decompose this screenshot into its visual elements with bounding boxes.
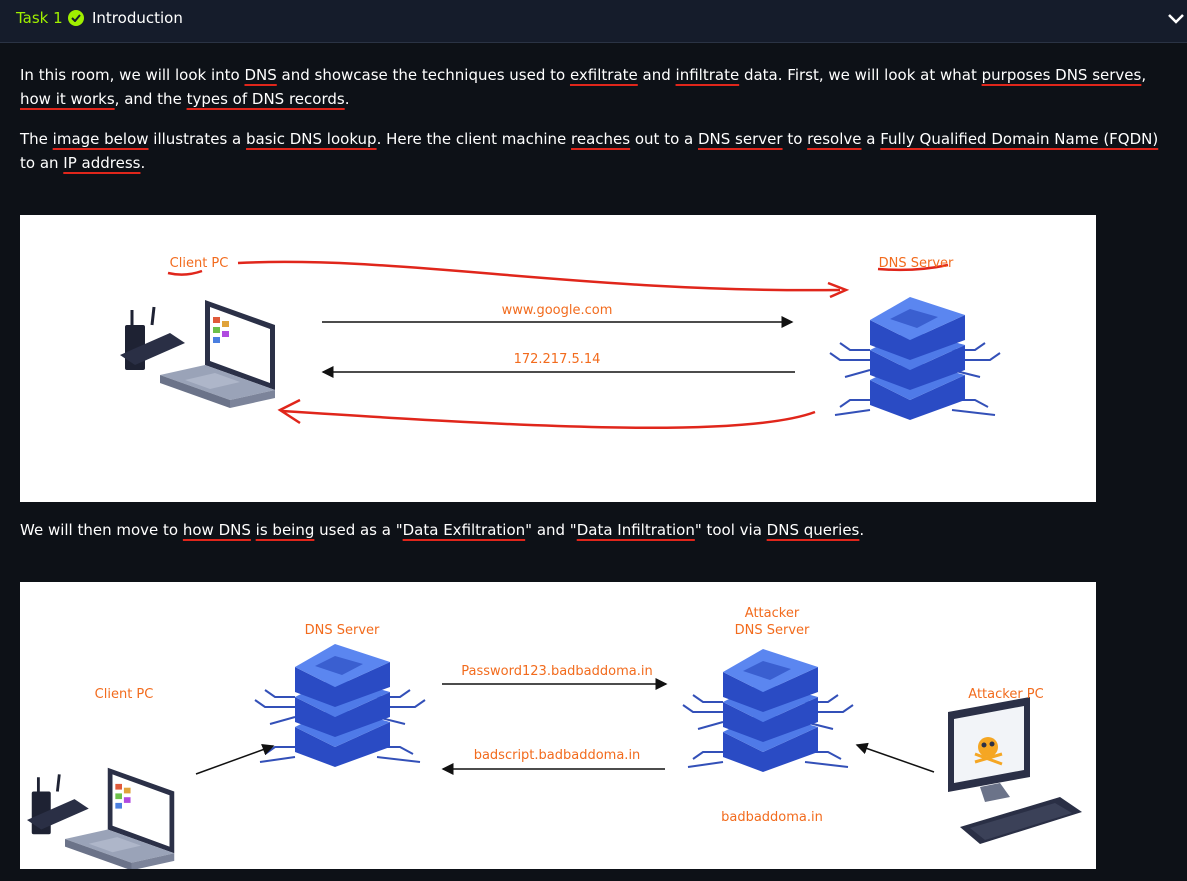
client-pc-label: Client PC — [94, 687, 154, 702]
dns-server-label: DNS Server — [304, 623, 380, 638]
client-laptop-icon — [27, 767, 175, 869]
highlight-basic-lookup: basic DNS lookup — [246, 130, 377, 148]
highlight-data-exfiltration: Data Exfiltration — [402, 521, 526, 539]
lookup-paragraph: The image below illustrates a basic DNS … — [20, 127, 1170, 175]
text: , and the — [114, 90, 187, 108]
highlight-data-infiltration: Data Infiltration — [576, 521, 695, 539]
highlight-how-it-works: how it works — [20, 90, 115, 108]
exfiltration-paragraph: We will then move to how DNS is being us… — [20, 518, 1170, 542]
attacker-dns-server-icon — [682, 649, 854, 772]
highlight-dns: DNS — [244, 66, 277, 84]
highlight-dns-server: DNS server — [698, 130, 783, 148]
text: illustrates a — [148, 130, 247, 148]
text: out to a — [630, 130, 698, 148]
highlight-infiltrate: infiltrate — [675, 66, 740, 84]
text: used as a " — [314, 521, 403, 539]
highlight-record-types: types of DNS records — [186, 90, 345, 108]
query-domain-label: www.google.com — [501, 303, 613, 318]
highlight-reaches: reaches — [571, 130, 631, 148]
text: " tool via — [694, 521, 767, 539]
text: We will then move to — [20, 521, 183, 539]
chevron-down-icon[interactable] — [1166, 9, 1186, 29]
dns-server-icon — [829, 297, 1001, 420]
highlight-fqdn: Fully Qualified Domain Name (FQDN) — [880, 130, 1159, 148]
text: The — [20, 130, 53, 148]
text: to an — [20, 154, 64, 172]
text: , — [1141, 66, 1147, 84]
annotation-arrow-top — [237, 260, 841, 292]
exfil-query-label: Password123.badbaddoma.in — [461, 664, 653, 679]
highlight-purposes: purposes DNS serves — [981, 66, 1142, 84]
text: data. First, we will look at what — [739, 66, 982, 84]
text: In this room, we will look into — [20, 66, 245, 84]
highlight-image-below: image below — [52, 130, 149, 148]
text: a — [861, 130, 881, 148]
dns-lookup-diagram: Client PC DNS Server www.google.com 172.… — [20, 215, 1096, 502]
task-number: Task 1 — [16, 9, 63, 27]
dns-server-label: DNS Server — [878, 256, 954, 271]
attacker-pc-icon — [948, 697, 1082, 844]
attacker-pc-label: Attacker PC — [968, 687, 1044, 702]
dns-server-icon — [254, 644, 426, 767]
text: . — [859, 521, 865, 539]
text: . Here the client machine — [376, 130, 572, 148]
text: and showcase the techniques used to — [276, 66, 570, 84]
client-laptop-icon — [120, 300, 275, 408]
label-line-1: Attacker — [744, 606, 800, 621]
text: to — [782, 130, 808, 148]
text: and — [637, 66, 676, 84]
text: " and " — [525, 521, 577, 539]
highlight-exfiltrate: exfiltrate — [569, 66, 638, 84]
intro-paragraph: In this room, we will look into DNS and … — [20, 63, 1170, 111]
attacker-to-server-arrow — [855, 742, 935, 773]
label-line-2: DNS Server — [734, 623, 810, 638]
text: . — [344, 90, 350, 108]
highlight-how-dns: how DNS — [182, 521, 251, 539]
check-circle-icon — [68, 10, 84, 26]
highlight-is-being: is being — [255, 521, 315, 539]
highlight-resolve: resolve — [807, 130, 862, 148]
response-ip-label: 172.217.5.14 — [513, 352, 601, 367]
highlight-ip-address: IP address — [63, 154, 141, 172]
annotation-arrow-bottom — [281, 409, 816, 430]
attacker-domain-label: badbaddoma.in — [721, 810, 823, 825]
client-pc-label: Client PC — [169, 256, 229, 271]
task-title: Introduction — [92, 9, 183, 27]
infil-response-label: badscript.badbaddoma.in — [473, 748, 641, 763]
task-header[interactable]: Task 1 Introduction — [0, 0, 1187, 43]
text: . — [140, 154, 146, 172]
highlight-dns-queries: DNS queries — [766, 521, 860, 539]
client-to-dns-arrow — [195, 743, 275, 775]
